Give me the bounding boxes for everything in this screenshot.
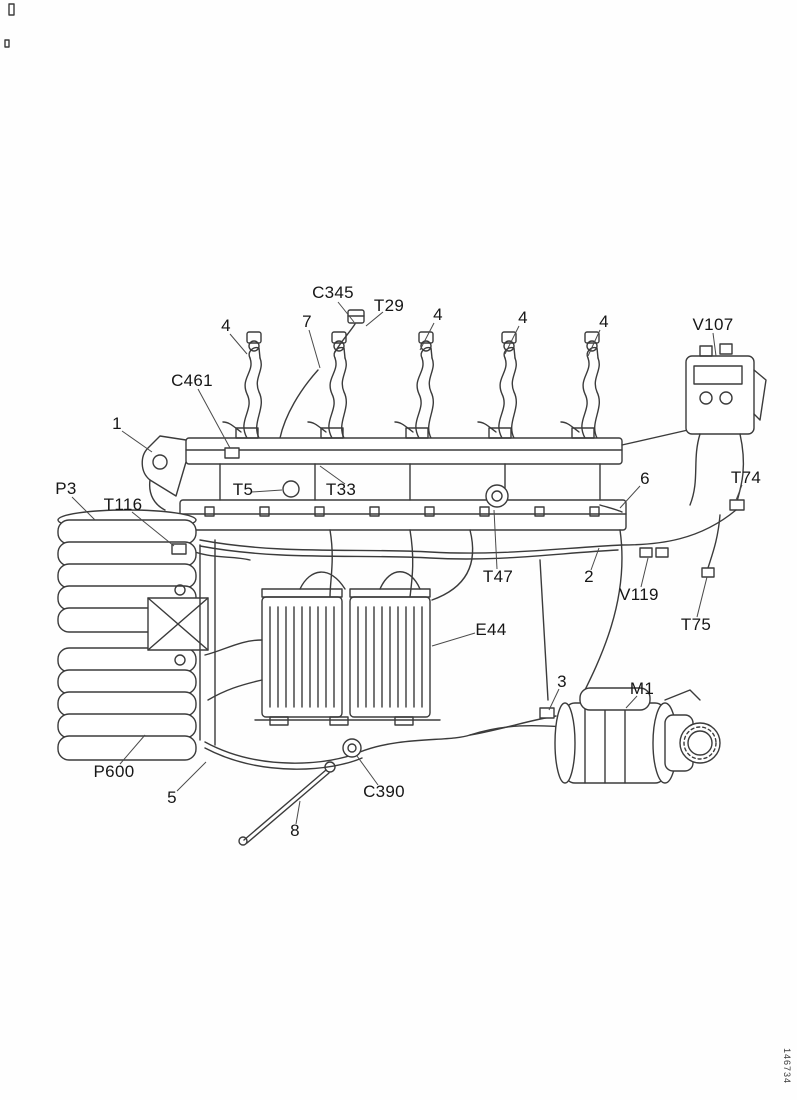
callout-4-d: 4 [599, 312, 609, 331]
dipstick-rod [238, 761, 336, 846]
callout-7: 7 [302, 312, 312, 331]
corner-marks [4, 3, 15, 48]
callout-3: 3 [557, 672, 567, 691]
callout-m1: M1 [629, 679, 655, 698]
callout-4-c: 4 [518, 308, 528, 327]
callout-4-a: 4 [221, 316, 231, 335]
callout-1: 1 [112, 414, 122, 433]
callout-t74: T74 [730, 468, 762, 487]
callout-c390: C390 [363, 782, 405, 801]
filter-stack-p600 [57, 647, 197, 761]
callout-2: 2 [584, 567, 594, 586]
right-harness [599, 499, 745, 578]
t5-boss [282, 480, 300, 498]
c390-connector [342, 738, 362, 758]
t74-connector [729, 499, 745, 511]
callout-5: 5 [167, 788, 177, 807]
callout-t33: T33 [325, 480, 357, 499]
v107-valve-assembly [621, 343, 767, 506]
callout-t116: T116 [103, 495, 143, 514]
leader-lines [71, 301, 743, 825]
callout-t29: T29 [373, 296, 405, 315]
injector-wire-branches [222, 309, 601, 439]
filter-bracket [147, 539, 216, 746]
callout-v107: V107 [692, 315, 734, 334]
callout-e44: E44 [475, 620, 507, 639]
t47-boss [485, 484, 509, 508]
callout-v119: V119 [619, 585, 659, 604]
callout-p600: P600 [93, 762, 135, 781]
ecm-modules-e44 [204, 571, 441, 726]
callout-4-b: 4 [433, 305, 443, 324]
callout-t75: T75 [680, 615, 712, 634]
callout-t47: T47 [482, 567, 514, 586]
bottom-harness [204, 707, 567, 770]
block-contours [539, 529, 623, 701]
v119-connector [639, 547, 653, 558]
rocker-rail [141, 427, 623, 511]
t116-connector [171, 543, 187, 555]
callout-p3: P3 [55, 479, 77, 498]
callout-6: 6 [640, 469, 650, 488]
callout-t5: T5 [232, 480, 254, 499]
t75-connector [701, 567, 715, 578]
figure-number: 146734 [782, 1047, 792, 1084]
callout-c345: C345 [312, 283, 354, 302]
starter-motor-m1 [554, 687, 721, 784]
callout-c461: C461 [171, 371, 213, 390]
callout-8: 8 [290, 821, 300, 840]
